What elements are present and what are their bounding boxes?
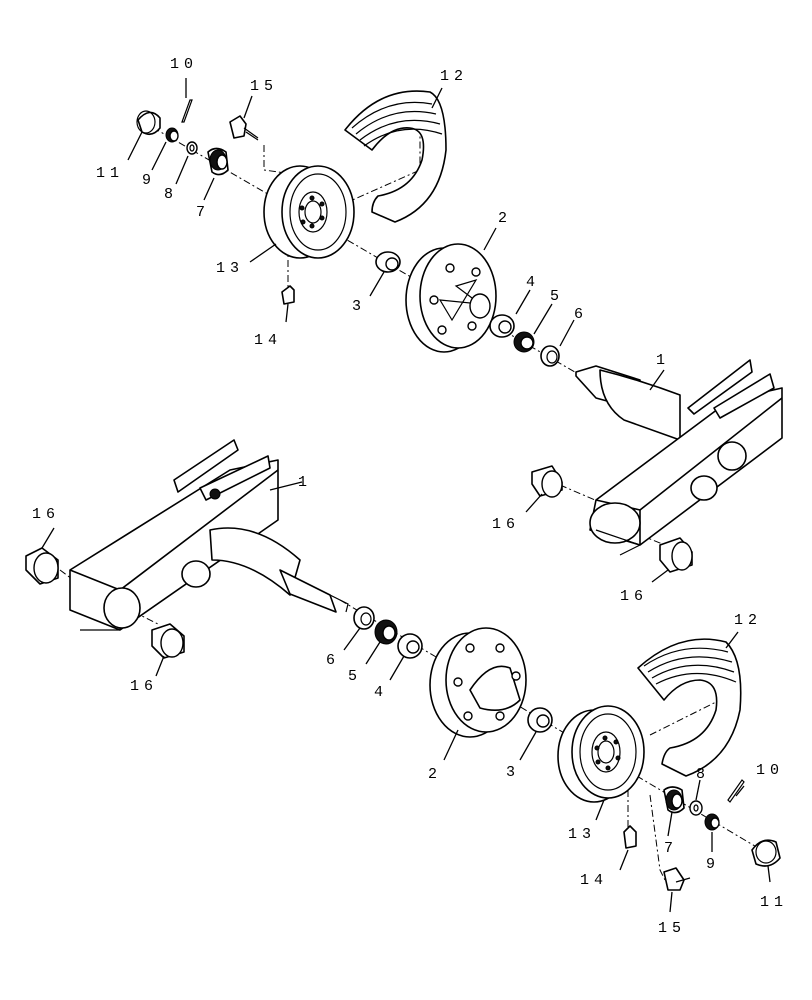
callout-16: 16 xyxy=(130,678,158,695)
callout-1: 1 xyxy=(656,352,670,369)
part-16-bushing-left-bottom xyxy=(151,623,185,659)
part-10-cotter-pin-upper xyxy=(181,99,193,123)
callout-3: 3 xyxy=(506,764,520,781)
callout-labels: 10 15 12 11 9 8 7 13 2 3 14 4 5 6 1 16 1… xyxy=(32,56,788,937)
callout-16: 16 xyxy=(620,588,648,605)
callout-9: 9 xyxy=(706,856,720,873)
callout-8: 8 xyxy=(696,766,710,783)
part-15-bolt-upper xyxy=(229,115,259,141)
part-5-bearing-lower xyxy=(374,619,398,645)
callout-7: 7 xyxy=(664,840,678,857)
part-1-axle-arm-left xyxy=(69,439,349,631)
callout-5: 5 xyxy=(550,288,564,305)
part-7-bearing-lower xyxy=(663,786,685,814)
callout-10: 10 xyxy=(756,762,784,779)
part-6-seal-lower xyxy=(353,606,375,630)
callout-12: 12 xyxy=(734,612,762,629)
part-1-axle-arm-right xyxy=(575,359,783,556)
callout-15: 15 xyxy=(250,78,278,95)
part-4-bearing-cup-lower xyxy=(397,633,423,659)
part-14-valve-stem-upper xyxy=(281,285,295,305)
callout-7: 7 xyxy=(196,204,210,221)
part-16-bushing-right-top xyxy=(531,465,563,498)
callout-9: 9 xyxy=(142,172,156,189)
callout-8: 8 xyxy=(164,186,178,203)
part-15-bolt-lower xyxy=(663,867,691,891)
part-4-bearing-cup-upper xyxy=(489,314,515,338)
part-11-cap-upper xyxy=(136,110,161,136)
callout-15: 15 xyxy=(658,920,686,937)
part-14-valve-stem-lower xyxy=(623,825,637,849)
callout-10: 10 xyxy=(170,56,198,73)
callout-5: 5 xyxy=(348,668,362,685)
part-9-castle-nut-lower xyxy=(704,813,720,831)
part-8-washer-lower xyxy=(689,800,703,816)
part-11-cap-lower xyxy=(751,839,781,867)
part-16-bushing-left-top xyxy=(25,547,59,585)
part-6-seal-upper xyxy=(540,345,560,367)
callout-12: 12 xyxy=(440,68,468,85)
callout-2: 2 xyxy=(498,210,512,227)
part-5-bearing-upper xyxy=(513,331,535,353)
part-8-washer-upper xyxy=(186,141,198,155)
part-16-bushing-right-bottom xyxy=(659,537,693,573)
callout-16: 16 xyxy=(32,506,60,523)
callout-11: 11 xyxy=(96,165,124,182)
part-3-bearing-cone-lower xyxy=(527,707,553,733)
callout-11: 11 xyxy=(760,894,788,911)
part-2-hub-lower xyxy=(429,627,527,738)
callout-13: 13 xyxy=(568,826,596,843)
callout-14: 14 xyxy=(254,332,282,349)
leader-lines xyxy=(41,78,771,913)
part-3-bearing-cone-upper xyxy=(375,251,401,273)
callout-16: 16 xyxy=(492,516,520,533)
part-2-hub-upper xyxy=(405,243,497,353)
callout-2: 2 xyxy=(428,766,442,783)
callout-14: 14 xyxy=(580,872,608,889)
callout-3: 3 xyxy=(352,298,366,315)
part-12-tire-upper xyxy=(344,90,447,223)
part-7-bearing-upper xyxy=(207,147,229,176)
part-13-wheel-rim-lower xyxy=(557,705,645,803)
callout-6: 6 xyxy=(574,306,588,323)
part-13-wheel-rim-upper xyxy=(263,165,355,259)
part-10-cotter-pin-lower xyxy=(727,779,745,803)
callout-1: 1 xyxy=(298,474,312,491)
part-9-castle-nut-upper xyxy=(165,127,179,143)
callout-4: 4 xyxy=(526,274,540,291)
part-12-tire-lower xyxy=(637,638,742,777)
callout-4: 4 xyxy=(374,684,388,701)
callout-6: 6 xyxy=(326,652,340,669)
callout-13: 13 xyxy=(216,260,244,277)
